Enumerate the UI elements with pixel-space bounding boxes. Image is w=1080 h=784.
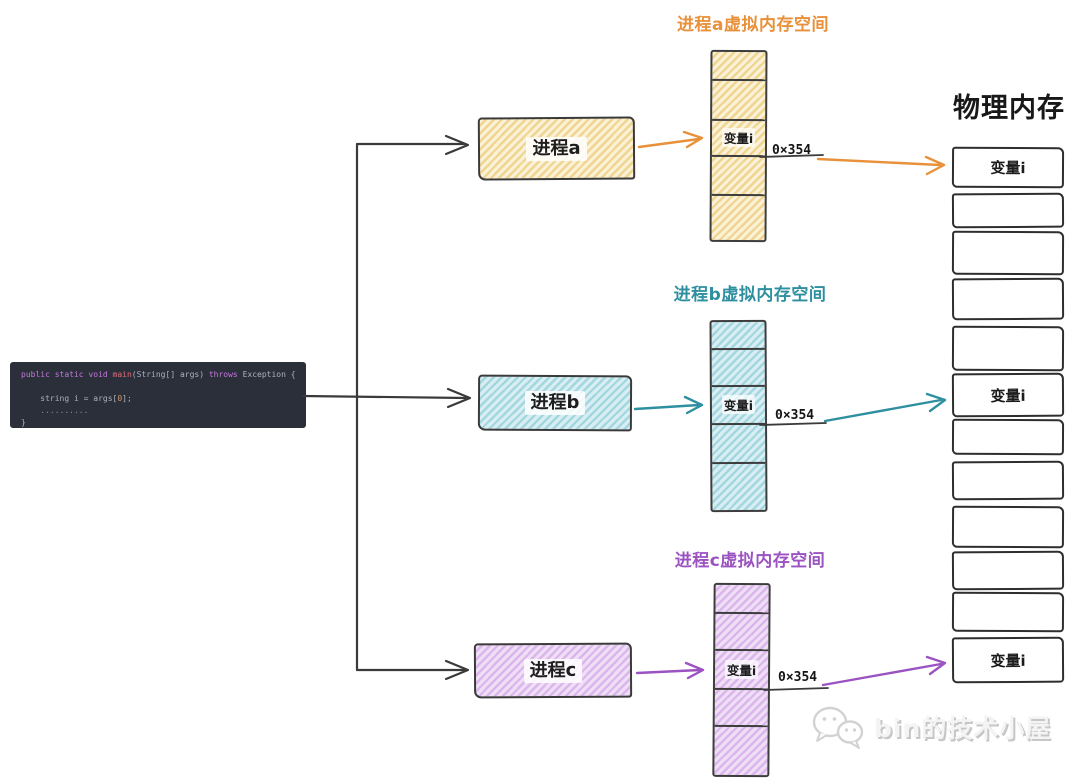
- physical-cell: [951, 277, 1065, 321]
- process-b-label: 进程b: [524, 390, 586, 416]
- arrow-c-virtual-to-physical: [821, 662, 943, 687]
- physical-memory-title: 物理内存: [953, 93, 1065, 124]
- code-block: public static void main(String[] args) t…: [10, 362, 306, 428]
- memory-cell: [711, 321, 765, 351]
- code-token: (String[] args): [131, 370, 209, 379]
- watermark: bin的技术小屋: [808, 700, 1051, 754]
- variable-i-label: 变量i: [990, 651, 1026, 670]
- code-token: string i = args[: [21, 394, 118, 403]
- code-token: }: [21, 418, 26, 427]
- arrow-process-a-to-virtual: [637, 137, 701, 149]
- arrowhead-process-c: [444, 659, 470, 681]
- process-b-space-title: 进程b虚拟内存空间: [673, 285, 827, 305]
- memory-cell: [712, 424, 766, 465]
- physical-cell: [951, 418, 1065, 456]
- code-line: }: [21, 417, 306, 429]
- address-label-c: 0×354: [778, 670, 818, 685]
- memory-cell-variable-i: 变量i: [711, 120, 766, 157]
- arrowhead-process-b: [446, 387, 472, 409]
- physical-cell-variable-i-b: 变量i: [951, 372, 1065, 418]
- code-line: [21, 381, 306, 393]
- address-underline-c: [763, 687, 829, 691]
- physical-cell: [951, 505, 1065, 549]
- variable-i-label: 变量i: [990, 158, 1026, 178]
- code-line: string i = args[0];: [21, 393, 306, 405]
- code-token: throws: [208, 370, 238, 379]
- code-token: public static void: [21, 370, 113, 379]
- physical-cell: [951, 230, 1065, 276]
- branch-line-to-process-b: [301, 394, 469, 400]
- arrowhead-a-virtual: [682, 130, 704, 149]
- physical-cell-variable-i-a: 变量i: [951, 146, 1065, 189]
- code-token: ..........: [21, 406, 89, 415]
- address-label-b: 0×354: [775, 408, 815, 423]
- variable-i-label: 变量i: [721, 395, 756, 415]
- memory-cell: [715, 614, 769, 651]
- memory-cell: [714, 727, 767, 775]
- code-token: ];: [122, 394, 132, 403]
- memory-cell: [712, 196, 765, 240]
- arrowhead-b-virtual: [683, 395, 704, 415]
- memory-cell: [711, 350, 765, 387]
- arrow-process-b-to-virtual: [633, 403, 701, 411]
- address-label-a: 0×354: [772, 143, 812, 158]
- memory-cell: [715, 584, 769, 615]
- process-c-space-title: 进程c虚拟内存空间: [674, 551, 826, 571]
- arrowhead-c-virtual: [684, 661, 705, 680]
- arrow-process-c-to-virtual: [635, 668, 702, 675]
- memory-cell: [714, 689, 768, 728]
- memory-cell: [711, 156, 765, 197]
- arrow-a-virtual-to-physical: [816, 157, 942, 167]
- physical-cell: [951, 460, 1065, 501]
- wechat-icon: [812, 706, 864, 749]
- physical-cell: [951, 550, 1065, 591]
- variable-i-label: 变量i: [990, 386, 1026, 405]
- branch-line-to-process-a: [355, 142, 467, 398]
- process-c-label: 进程c: [523, 658, 583, 683]
- branch-line-to-process-c: [355, 394, 467, 672]
- arrowhead-b-physical: [925, 392, 947, 413]
- memory-cell: [712, 51, 766, 82]
- process-a-space-title: 进程a虚拟内存空间: [677, 15, 829, 35]
- process-a-box: 进程a: [477, 116, 636, 181]
- process-b-virtual-memory-column: 变量i: [709, 319, 768, 513]
- memory-cell: [712, 81, 766, 121]
- variable-i-label: 变量i: [721, 128, 756, 148]
- code-token: Exception {: [237, 370, 296, 379]
- physical-cell: [951, 591, 1065, 633]
- physical-cell: [951, 192, 1065, 229]
- memory-cell: [712, 464, 765, 510]
- variable-i-label: 变量i: [724, 659, 759, 679]
- arrowhead-a-physical: [924, 155, 946, 176]
- code-line: ..........: [21, 405, 306, 417]
- code-line: public static void main(String[] args) t…: [21, 369, 306, 381]
- arrow-b-virtual-to-physical: [823, 398, 943, 423]
- process-b-box: 进程b: [477, 374, 633, 432]
- memory-cell-variable-i: 变量i: [711, 386, 766, 425]
- address-underline-b: [759, 422, 827, 426]
- memory-cell-variable-i: 变量i: [714, 650, 769, 691]
- physical-cell-variable-i-c: 变量i: [951, 636, 1065, 684]
- process-a-label: 进程a: [526, 136, 587, 161]
- arrowhead-process-a: [444, 134, 470, 156]
- arrowhead-c-physical: [925, 655, 947, 676]
- physical-cell: [951, 325, 1065, 372]
- watermark-text: bin的技术小屋: [874, 714, 1052, 743]
- process-a-virtual-memory-column: 变量i: [709, 49, 768, 243]
- code-token: main: [112, 370, 132, 379]
- code-token: 0: [117, 394, 123, 403]
- process-c-virtual-memory-column: 变量i: [712, 582, 771, 778]
- process-c-box: 进程c: [473, 642, 633, 699]
